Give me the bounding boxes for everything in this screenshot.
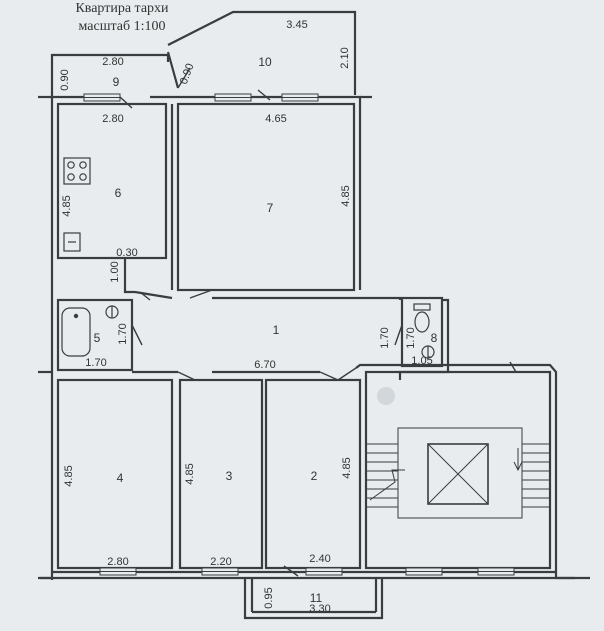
kitchen-sink-icon: [63, 232, 81, 252]
dim-r6-030: 0.30: [116, 247, 137, 259]
wall-room-5: [56, 298, 134, 372]
stove-icon: [63, 157, 91, 185]
room-label-2: 2: [311, 469, 318, 483]
room-label-8: 8: [431, 331, 438, 345]
dim-r7-top: 4.65: [265, 113, 286, 125]
wall-room-6-niche: [123, 258, 135, 294]
room-label-6: 6: [115, 186, 122, 200]
dim-r3-window: 2.20: [210, 556, 231, 568]
toilet-icon: [413, 303, 431, 333]
dim-r8-b: 1.70: [405, 327, 417, 348]
wall-stairwell-outer: [355, 363, 558, 578]
wall-room-9: [50, 53, 170, 97]
dim-r9-left: 0.90: [59, 69, 71, 90]
room-labels: 9 10 6 7 5 1 8 4 3 2 11: [94, 55, 438, 605]
windows: [83, 93, 515, 576]
dim-corridor-length: 6.70: [254, 359, 275, 371]
wall-top-band-3: [355, 95, 362, 290]
dim-r3-left: 4.85: [184, 463, 196, 484]
room-label-5: 5: [94, 331, 101, 345]
stair-arrow-head: [513, 461, 523, 472]
plan-scale: масштаб 1:100: [78, 19, 166, 34]
dim-r9-top: 2.80: [102, 56, 123, 68]
dim-r10-right: 2.10: [339, 47, 351, 68]
room-label-4: 4: [117, 471, 124, 485]
dim-r5-right: 1.70: [117, 323, 129, 344]
dim-r7-right: 4.85: [340, 185, 352, 206]
door-room-4: [177, 371, 196, 381]
dim-r6-left: 4.85: [61, 195, 73, 216]
dim-r4-window: 2.80: [107, 556, 128, 568]
dim-r8-a: 1.70: [379, 327, 391, 348]
dim-r2-window: 2.40: [309, 553, 330, 565]
dim-r2-right: 4.85: [341, 457, 353, 478]
wall-room-10: [167, 10, 357, 95]
fixtures: [61, 157, 435, 359]
room-label-7: 7: [267, 201, 274, 215]
wall-room-6-inner: [56, 102, 168, 260]
dim-r11-left: 0.95: [263, 587, 275, 608]
door-room-5: [131, 324, 143, 346]
wall-room-10-diag-inner: [166, 51, 180, 89]
door-room-6: [139, 291, 151, 301]
dim-r5-bottom: 1.70: [85, 357, 106, 369]
stair-steps: [366, 443, 550, 508]
dimension-labels: 3.45 2.10 0.90 2.80 0.90 2.80 4.65 4.85 …: [59, 19, 433, 615]
door-room-10-b: [257, 89, 271, 101]
dim-r8-c: 1.05: [411, 355, 432, 367]
dim-r11-width: 3.30: [309, 603, 330, 615]
wall-stairwell: [364, 370, 552, 570]
plan-title: Квартира тархи: [75, 1, 169, 16]
room-label-9: 9: [113, 75, 120, 89]
room-label-10: 10: [258, 55, 272, 69]
room-label-1: 1: [273, 323, 280, 337]
photo-glare-spot: [377, 387, 395, 405]
wc-sink-icon: [421, 345, 435, 359]
wall-room-11: [243, 578, 384, 620]
wall-room-7-inner: [176, 102, 356, 292]
stairwell: [366, 427, 550, 519]
dim-r4-left: 4.85: [63, 465, 75, 486]
door-room-8: [394, 324, 403, 346]
door-room-10-a: [177, 67, 191, 89]
door-room-11: [283, 565, 299, 577]
door-room-2: [319, 371, 339, 381]
door-room-9: [119, 96, 133, 109]
dim-r6-100: 1.00: [109, 261, 121, 282]
dim-r9-bottom: 2.80: [102, 113, 123, 125]
room-label-3: 3: [226, 469, 233, 483]
room-label-11: 11: [310, 591, 323, 605]
bath-sink-icon: [105, 305, 119, 319]
stair-landing-outer: [397, 427, 523, 519]
dim-r10-diag: 0.90: [178, 62, 197, 86]
wall-room-4: [56, 378, 174, 570]
stair-break-line: [369, 469, 405, 501]
plan-title-block: Квартира тархи масштаб 1:100: [52, 0, 192, 36]
wall-corridor-top-2: [212, 296, 402, 300]
walls: [38, 10, 590, 620]
elevator-shaft: [427, 443, 489, 505]
bathtub-icon: [61, 307, 91, 357]
dim-r10-top: 3.45: [286, 19, 307, 31]
door-room-7: [189, 289, 213, 299]
doors: [119, 67, 517, 577]
door-room-stair: [337, 367, 357, 381]
door-stair-top: [509, 361, 517, 373]
